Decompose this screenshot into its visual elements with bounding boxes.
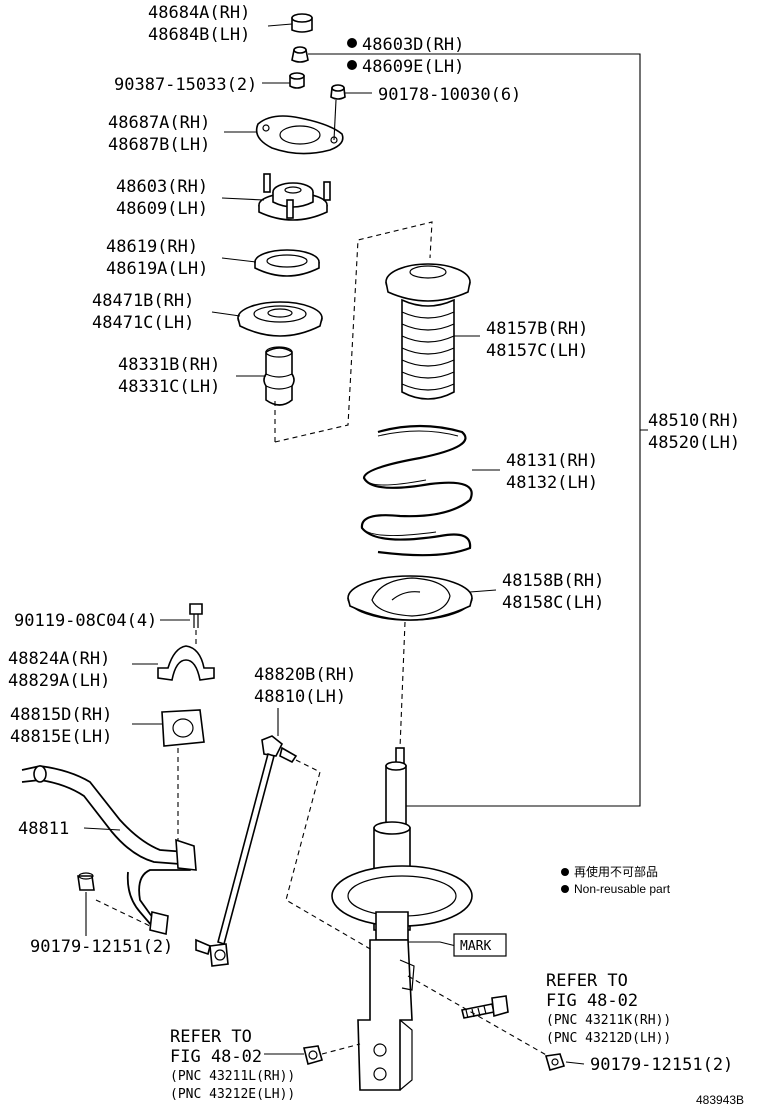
label-48820-rh: 48820B(RH) — [254, 665, 356, 685]
label-48603-rh: 48603(RH) — [116, 177, 208, 197]
stabilizer-link-part — [195, 735, 298, 967]
stabilizer-bushing-part — [161, 709, 205, 747]
shock-absorber-part — [331, 747, 473, 1091]
upper-support-part — [258, 173, 331, 221]
refer-left-line3: (PNC 43211L(RH)) — [170, 1069, 295, 1084]
label-48684-rh: 48684A(RH) — [148, 3, 250, 23]
label-48603-lh: 48609(LH) — [116, 199, 208, 219]
link-nut-part — [77, 872, 95, 891]
label-48603d-rh: 48603D(RH) — [362, 35, 464, 55]
mark-box — [453, 933, 507, 957]
refer-right-line1: REFER TO — [546, 971, 628, 991]
non-reusable-dot-2 — [347, 60, 357, 70]
label-48510-lh: 48520(LH) — [648, 433, 740, 453]
refer-right-line3: (PNC 43211K(RH)) — [546, 1013, 671, 1028]
strut-nut-part — [544, 1053, 566, 1071]
nut-90178-part — [330, 84, 346, 100]
label-48158-lh: 48158C(LH) — [502, 593, 604, 613]
label-48684-lh: 48684B(LH) — [148, 25, 250, 45]
label-48824-rh: 48824A(RH) — [8, 649, 110, 669]
leader-lines — [83, 23, 648, 1065]
legend-text-en: Non-reusable part — [574, 882, 671, 896]
label-48603d-lh: 48609E(LH) — [362, 57, 464, 77]
label-48815-lh: 48815E(LH) — [10, 727, 112, 747]
label-48331-rh: 48331B(RH) — [118, 355, 220, 375]
label-48131-lh: 48132(LH) — [506, 473, 598, 493]
stabilizer-bracket-part — [157, 645, 215, 681]
bearing-part — [254, 249, 320, 277]
label-48131-rh: 48131(RH) — [506, 451, 598, 471]
label-48158-rh: 48158B(RH) — [502, 571, 604, 591]
label-48331-lh: 48331C(LH) — [118, 377, 220, 397]
refer-left-line4: (PNC 43212E(LH)) — [170, 1087, 295, 1102]
label-48815-rh: 48815D(RH) — [10, 705, 112, 725]
lower-insulator-part — [347, 575, 473, 621]
label-90179-left: 90179-12151(2) — [30, 937, 173, 957]
label-48619-lh: 48619A(LH) — [106, 259, 208, 279]
strut-lower-nut-part — [303, 1045, 323, 1065]
label-48619-rh: 48619(RH) — [106, 237, 198, 257]
label-48471-lh: 48471C(LH) — [92, 313, 194, 333]
strut-bolt-part — [461, 995, 509, 1019]
label-48687-rh: 48687A(RH) — [108, 113, 210, 133]
legend-dot-ja — [561, 868, 569, 876]
label-48157-lh: 48157C(LH) — [486, 341, 588, 361]
bushing-90387-part — [289, 72, 305, 89]
center-axis-line — [399, 621, 406, 749]
coil-spring-part — [360, 424, 473, 557]
upper-cap-part — [291, 13, 313, 33]
label-48687-lh: 48687B(LH) — [108, 135, 210, 155]
figure-id: 483943B — [696, 1093, 744, 1107]
nut-to-bar-line — [95, 899, 151, 927]
bump-stop-part — [263, 346, 295, 406]
legend-text-ja: 再使用不可部品 — [574, 864, 658, 879]
label-mark: MARK — [460, 939, 491, 954]
bracket-bolt-part — [189, 603, 203, 628]
label-48820-lh: 48810(LH) — [254, 687, 346, 707]
stabilizer-bar-part — [21, 765, 197, 935]
dust-boot-part — [385, 263, 471, 400]
non-reusable-dot-1 — [347, 38, 357, 48]
label-90119: 90119-08C04(4) — [14, 611, 157, 631]
link-alignment-line — [285, 759, 373, 951]
upper-spring-seat-part — [237, 301, 323, 337]
label-48811: 48811 — [18, 819, 69, 839]
label-90178: 90178-10030(6) — [378, 85, 521, 105]
legend-dot-en — [561, 885, 569, 893]
mount-plate-part — [255, 115, 344, 155]
upper-nut-part — [291, 46, 309, 63]
label-48471-rh: 48471B(RH) — [92, 291, 194, 311]
refer-left-line2: FIG 48-02 — [170, 1047, 262, 1067]
nut-alignment-line — [321, 1043, 361, 1055]
label-90179-right: 90179-12151(2) — [590, 1055, 733, 1075]
mark-indicator — [408, 933, 507, 957]
label-48510-rh: 48510(RH) — [648, 411, 740, 431]
refer-right-line2: FIG 48-02 — [546, 991, 638, 1011]
refer-right-line4: (PNC 43212D(LH)) — [546, 1031, 671, 1046]
label-48157-rh: 48157B(RH) — [486, 319, 588, 339]
label-48824-lh: 48829A(LH) — [8, 671, 110, 691]
refer-left-line1: REFER TO — [170, 1027, 252, 1047]
label-90387: 90387-15033(2) — [114, 75, 257, 95]
boot-group-outline — [274, 221, 433, 443]
